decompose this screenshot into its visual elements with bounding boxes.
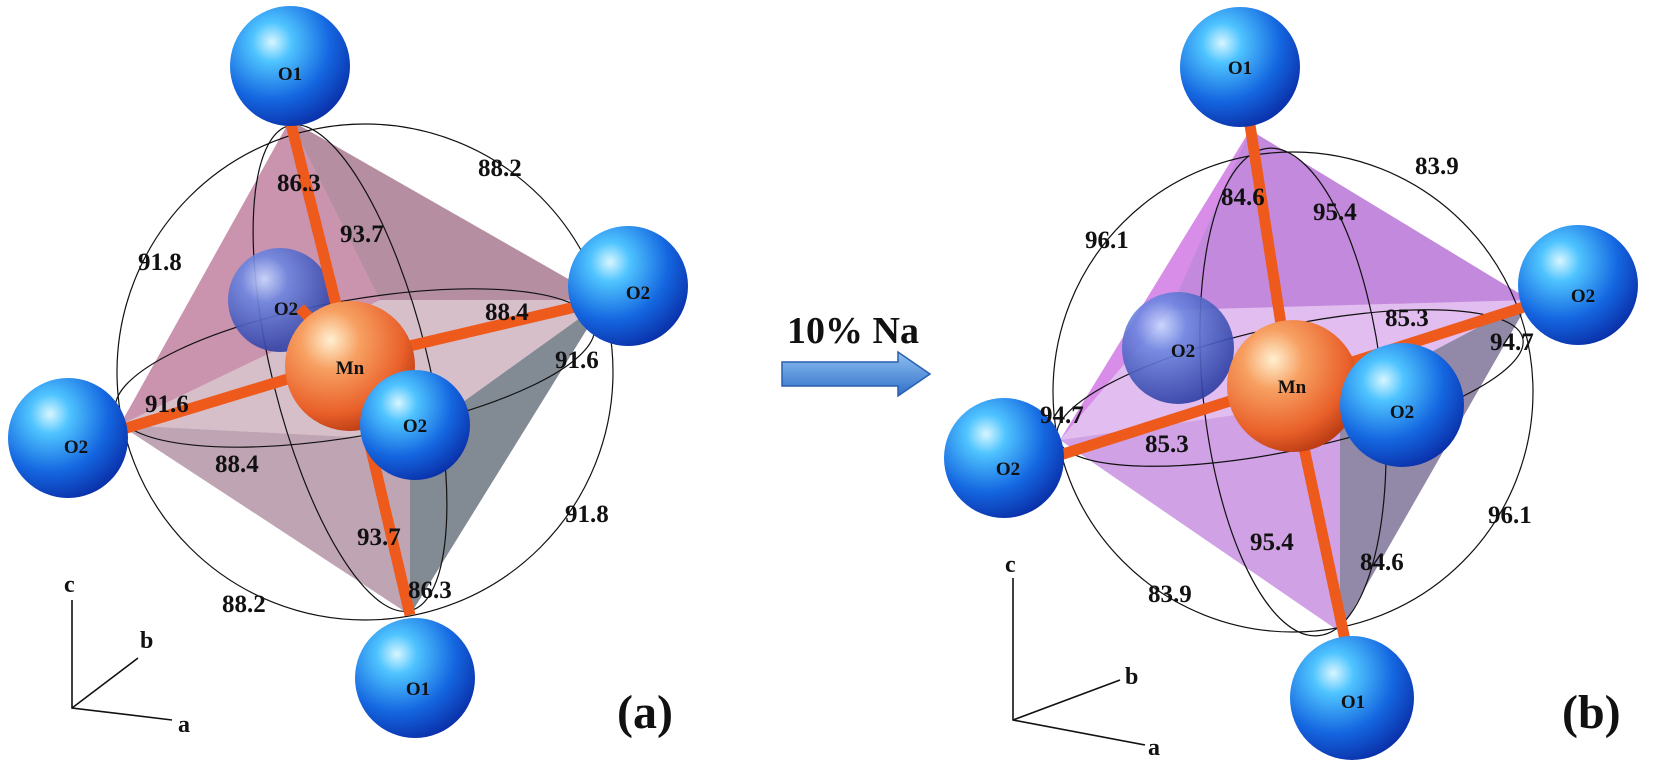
angle-label: 91.6 <box>145 391 189 418</box>
atom-label-back: O2 <box>274 299 298 320</box>
angle-label: 91.8 <box>138 249 182 276</box>
atom-label-center: Mn <box>1278 377 1307 398</box>
angle-label: 83.9 <box>1148 581 1192 608</box>
axis-label-c: c <box>64 572 75 598</box>
angle-label: 85.3 <box>1385 305 1429 332</box>
axis-label-c: c <box>1005 552 1016 578</box>
atom-label-center: Mn <box>336 358 365 379</box>
transition-arrow: 10% Na <box>781 310 932 398</box>
angle-label: 95.4 <box>1313 199 1357 226</box>
octahedron-face-bottom-left <box>1060 400 1340 632</box>
atom-label-left: O2 <box>64 437 88 458</box>
panel-b: O2 Mn O2 O1 O2 O2 O1 84.6 95.4 83.9 96.1… <box>944 7 1638 761</box>
oxygen-atom-front <box>1340 343 1464 467</box>
octahedron-face-bottom-right <box>410 300 605 615</box>
atom-label-right: O2 <box>626 283 650 304</box>
atom-label-top: O1 <box>278 64 302 85</box>
axis-label-b: b <box>1125 664 1138 690</box>
atom-label-bottom: O1 <box>406 679 430 700</box>
panel-label: (b) <box>1562 686 1621 739</box>
angle-label: 96.1 <box>1488 502 1532 529</box>
panel-label: (a) <box>617 686 673 739</box>
arrow-label: 10% Na <box>787 310 919 352</box>
angle-label: 86.3 <box>408 577 452 604</box>
angle-label: 88.4 <box>485 299 529 326</box>
oxygen-atom-right <box>1518 225 1638 345</box>
great-circle-outline <box>116 123 614 621</box>
octahedron-face-front <box>120 120 605 440</box>
oxygen-atom-top <box>1180 7 1300 127</box>
angle-label: 83.9 <box>1415 153 1459 180</box>
great-circle-outline <box>1052 151 1534 633</box>
angle-label: 95.4 <box>1250 529 1294 556</box>
angle-label: 84.6 <box>1360 549 1404 576</box>
atom-label-right: O2 <box>1571 286 1595 307</box>
angle-label: 85.3 <box>1145 431 1189 458</box>
panel-a: O2 Mn O2 O1 O2 O2 O1 86.3 93.7 88.2 91.8… <box>8 6 688 739</box>
crystal-axes: c b a <box>64 572 190 738</box>
oxygen-atom-left <box>8 378 128 498</box>
angle-label: 88.4 <box>215 451 259 478</box>
oxygen-atom-bottom <box>355 618 475 738</box>
oxygen-atom-right <box>568 226 688 346</box>
oxygen-atom-back <box>1122 292 1234 404</box>
angle-label: 88.2 <box>222 591 266 618</box>
atom-label-front: O2 <box>1390 402 1414 423</box>
angle-label: 96.1 <box>1085 227 1129 254</box>
angle-label: 86.3 <box>277 170 321 197</box>
axis-label-a: a <box>1148 735 1160 761</box>
oxygen-atom-left <box>944 398 1064 518</box>
atom-label-back: O2 <box>1171 341 1195 362</box>
oxygen-atom-bottom <box>1290 636 1414 760</box>
oxygen-atom-front <box>360 370 470 480</box>
oxygen-atom-top <box>230 6 350 126</box>
angle-label: 94.7 <box>1490 329 1534 356</box>
angle-label: 91.8 <box>565 501 609 528</box>
angle-label: 88.2 <box>478 155 522 182</box>
atom-label-bottom: O1 <box>1341 692 1365 713</box>
angle-label: 91.6 <box>555 347 599 374</box>
angle-label: 93.7 <box>340 221 384 248</box>
octahedron-face-back <box>290 120 605 300</box>
angle-label: 93.7 <box>357 524 401 551</box>
angle-label: 94.7 <box>1040 402 1084 429</box>
atom-label-front: O2 <box>403 416 427 437</box>
manganese-atom <box>1227 320 1359 452</box>
octahedron-face-bottom-left <box>120 425 410 615</box>
axis-label-b: b <box>140 628 153 654</box>
arrow-icon <box>781 350 932 398</box>
crystal-axes: c b a <box>1005 552 1160 761</box>
angle-label: 84.6 <box>1221 184 1265 211</box>
atom-label-left: O2 <box>996 459 1020 480</box>
axis-label-a: a <box>178 712 190 738</box>
atom-label-top: O1 <box>1228 58 1252 79</box>
